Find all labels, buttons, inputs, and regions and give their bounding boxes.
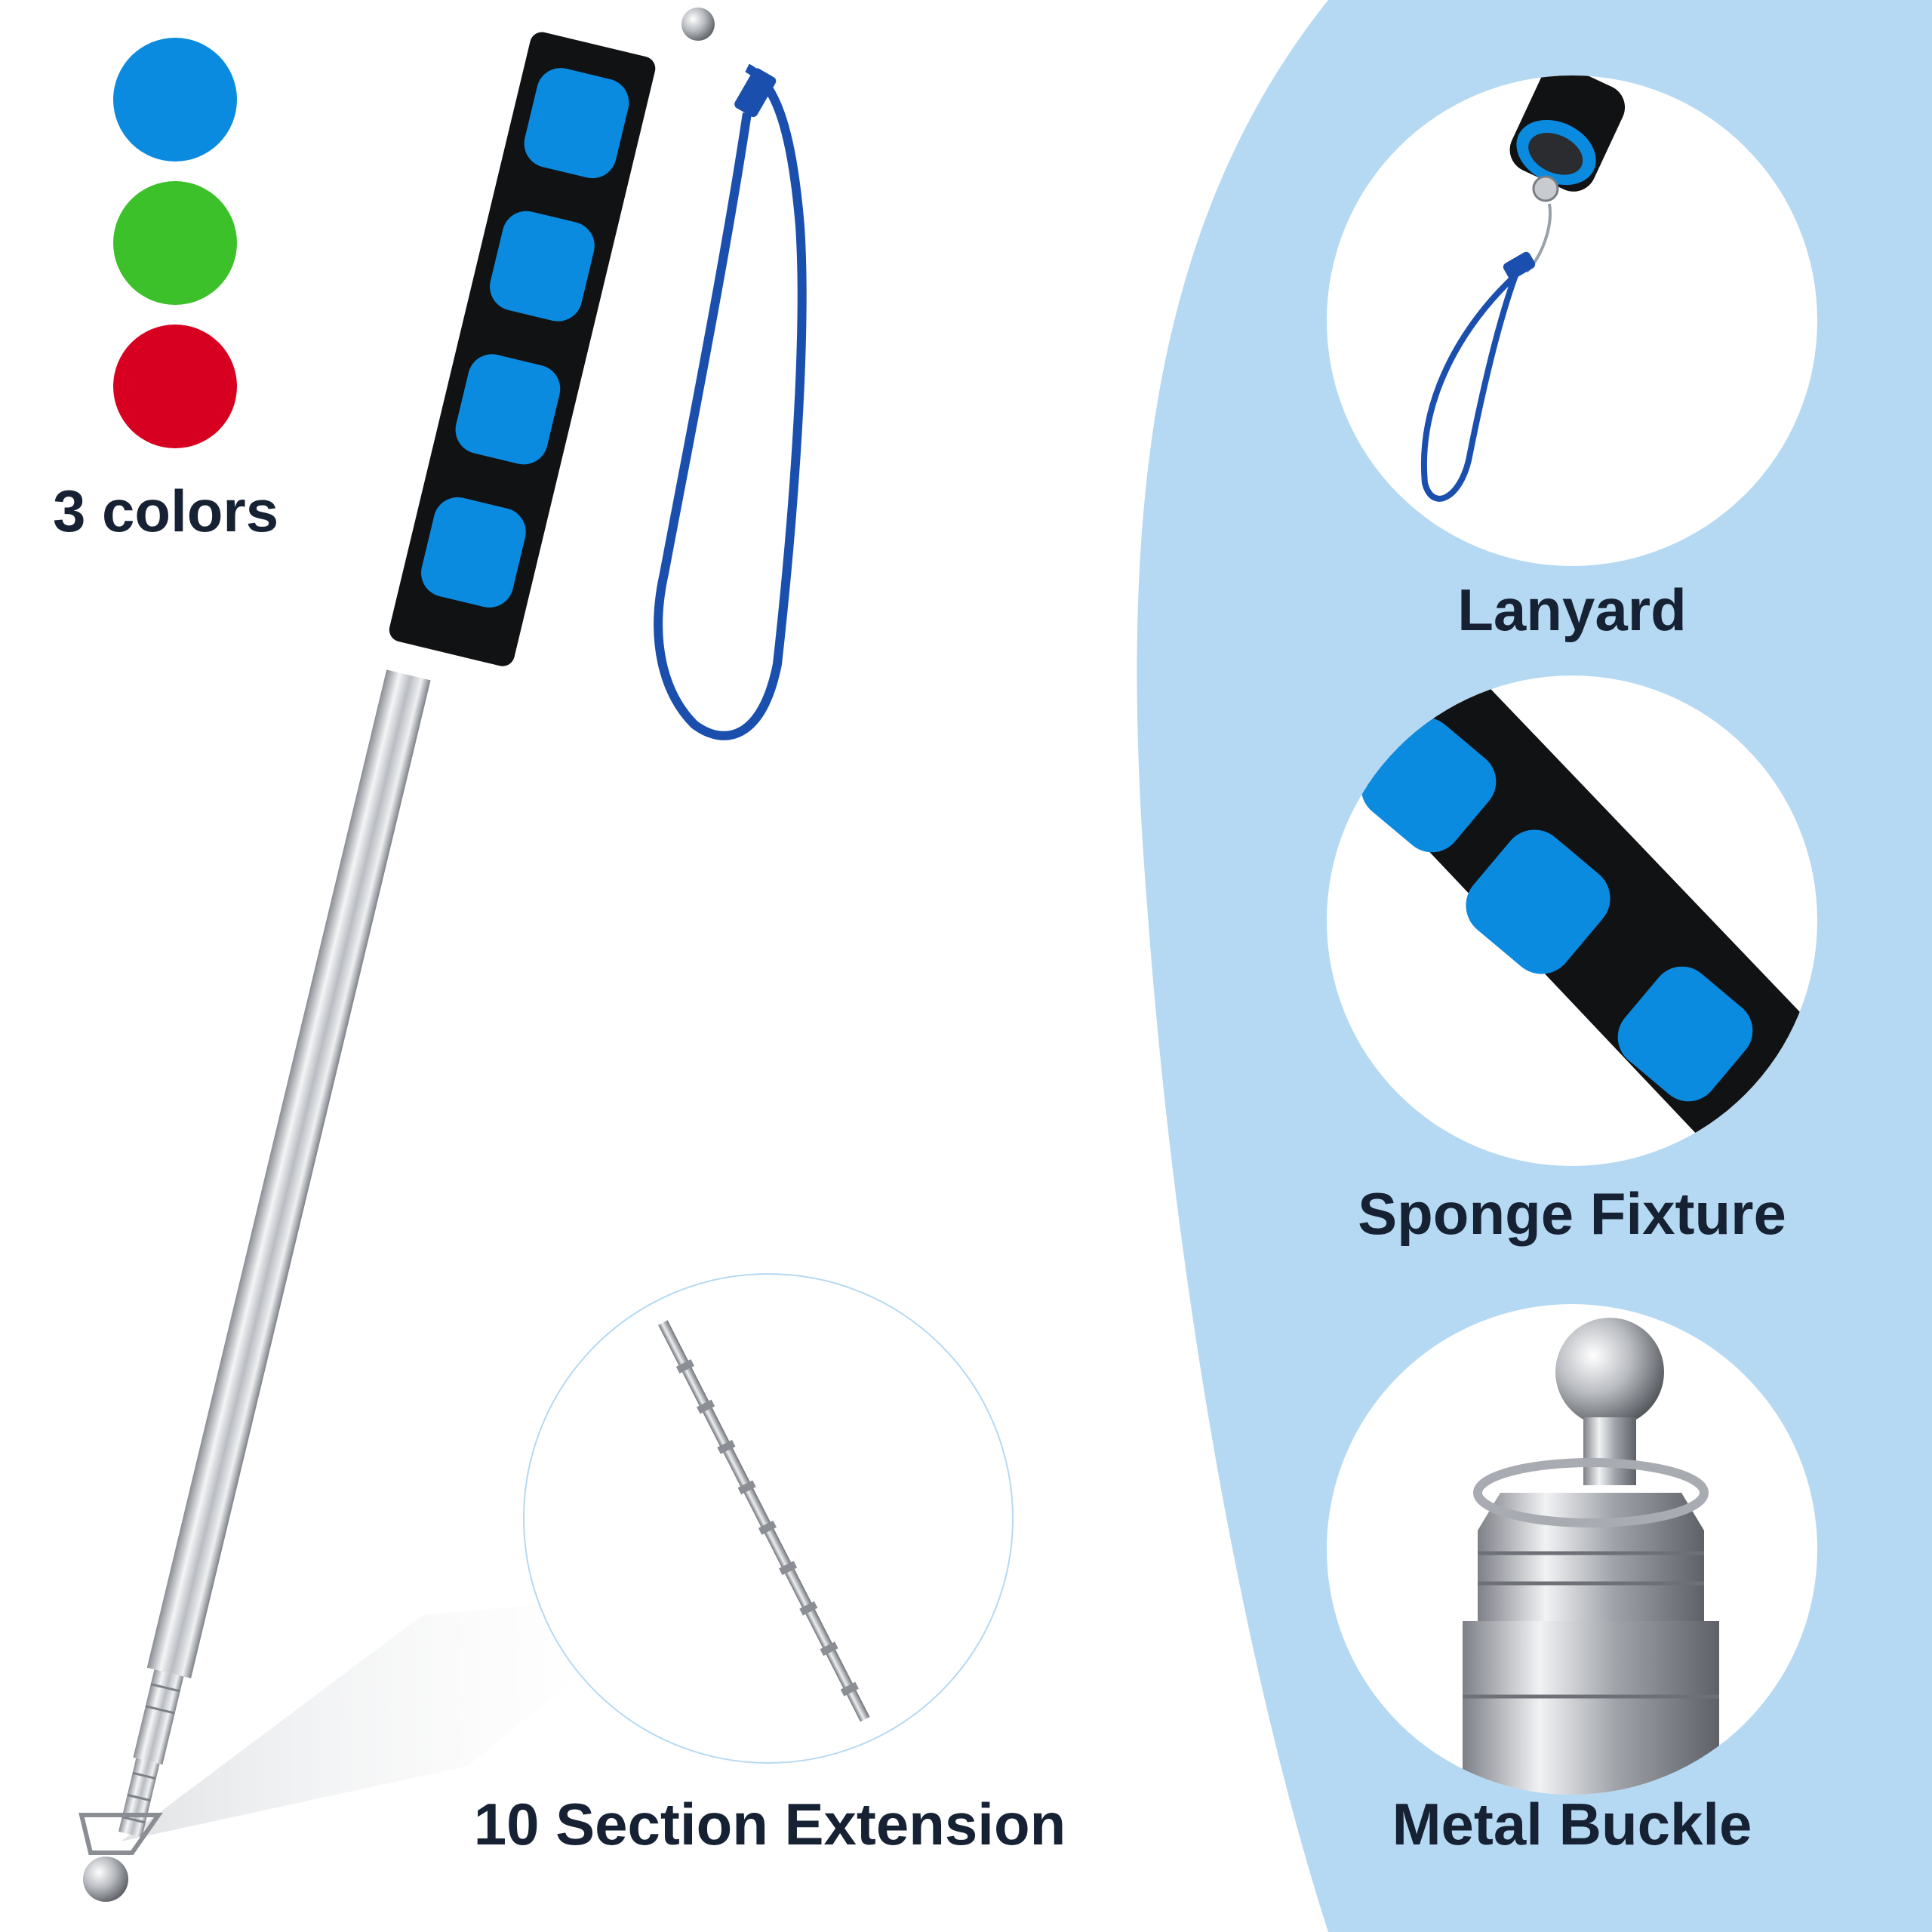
lanyard-label: Lanyard xyxy=(1457,577,1687,643)
color-swatch-red xyxy=(113,325,237,448)
extension-label: 10 Section Extension xyxy=(473,1791,1066,1857)
extension-icon xyxy=(658,1320,870,1722)
metal-buckle-icon xyxy=(1463,1318,1719,1795)
metal-buckle-label: Metal Buckle xyxy=(1392,1791,1752,1857)
sponge-feature-image xyxy=(1327,675,1817,1166)
sponge-icon xyxy=(1327,675,1817,1166)
extension-feature-image xyxy=(523,1273,1014,1764)
sponge-fixture-label: Sponge Fixture xyxy=(1358,1180,1786,1247)
lanyard-feature-image xyxy=(1327,75,1817,566)
color-swatch-green xyxy=(113,181,237,305)
lanyard-icon xyxy=(1420,75,1626,502)
colors-label: 3 colors xyxy=(53,478,279,544)
metal-buckle-feature-image xyxy=(1327,1304,1817,1795)
color-swatch-blue xyxy=(113,38,237,162)
